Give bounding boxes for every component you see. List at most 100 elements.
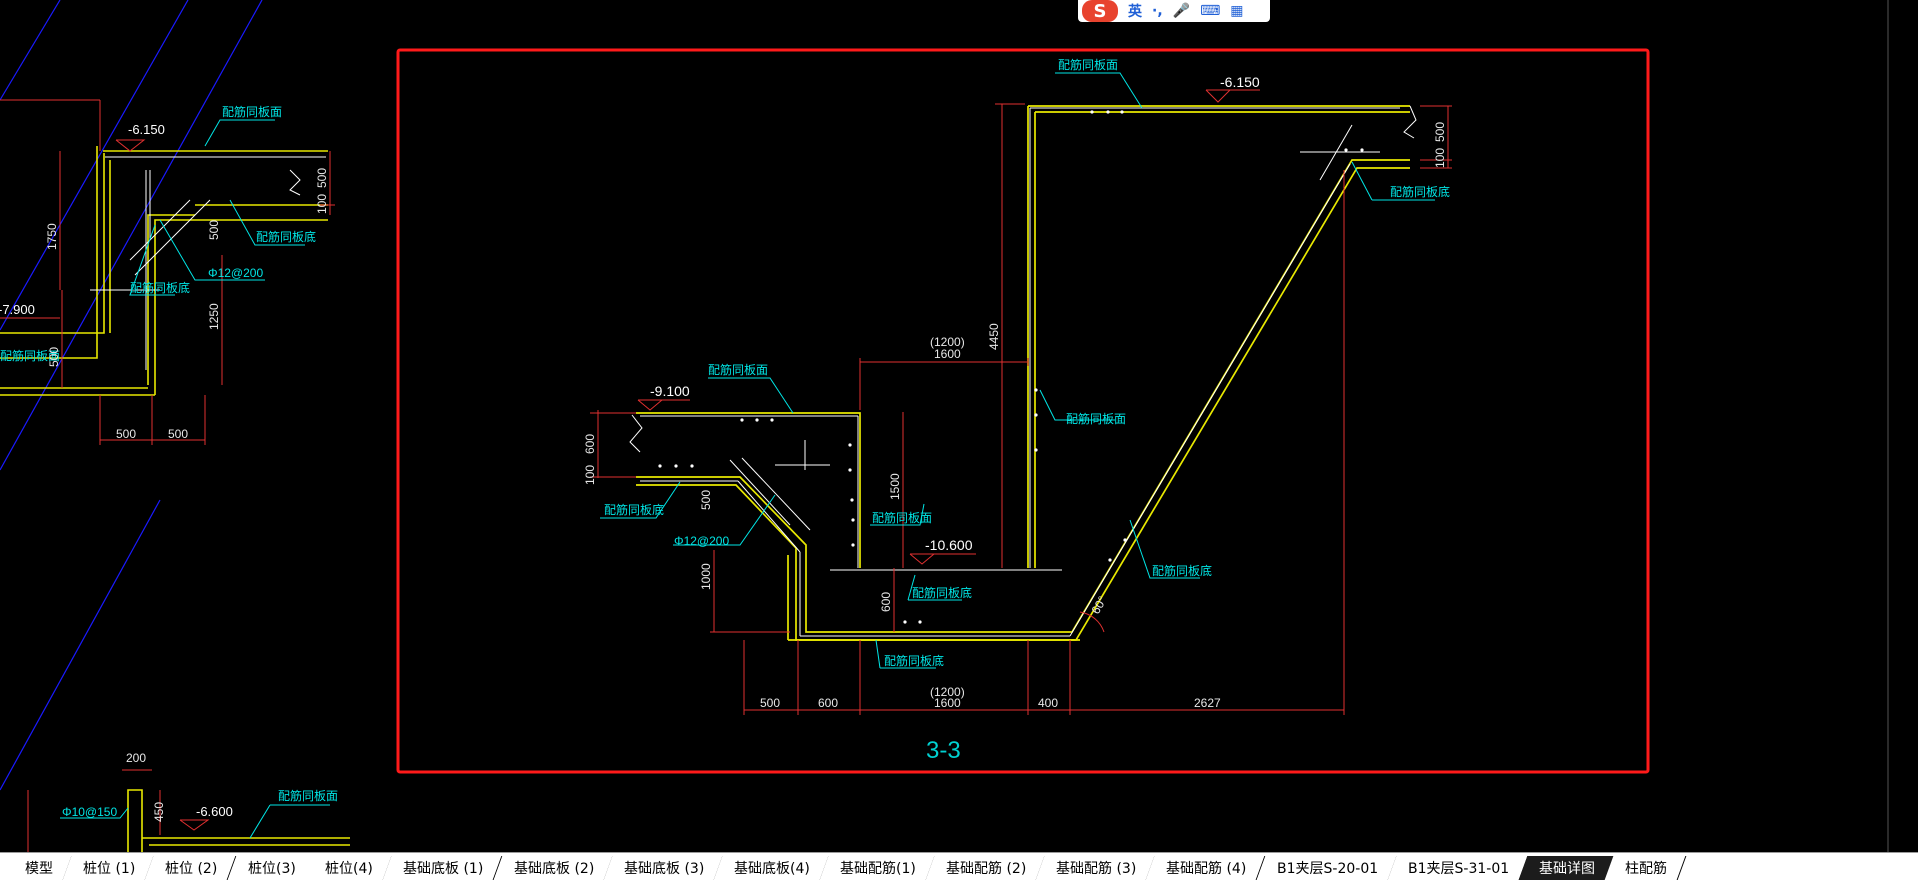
- mic-icon[interactable]: 🎤: [1172, 3, 1191, 19]
- layout-tab-label: 桩位 (2): [165, 861, 218, 877]
- dim-600b: 600: [879, 592, 893, 612]
- bl-note-face: 配筋同板面: [278, 788, 338, 803]
- layout-tab[interactable]: 基础配筋 (3): [1035, 856, 1156, 880]
- dim-bottom-2627: 2627: [1194, 696, 1221, 710]
- dim-bottom-paren: (1200): [930, 685, 965, 699]
- note-bottom-right: 配筋同板底: [1390, 184, 1450, 199]
- dim-500: 500: [699, 490, 713, 510]
- layout-tab[interactable]: 基础底板 (3): [603, 856, 724, 880]
- dim-100: 100: [583, 465, 597, 485]
- note-face-top: 配筋同板面: [1058, 57, 1118, 72]
- dim-bottom-500: 500: [760, 696, 780, 710]
- bl-elev: -6.600: [196, 804, 233, 819]
- detail-frame[interactable]: [396, 48, 1650, 774]
- layout-tab-label: 柱配筋: [1624, 861, 1667, 877]
- left-dim-r100: 100: [315, 194, 329, 214]
- drawing-canvas[interactable]: -6.150 -7.900 配筋同板面 配筋同板底 Φ12@200 配筋同板底 …: [0, 0, 1918, 852]
- note-bottom-slope: 配筋同板底: [1152, 563, 1212, 578]
- note-face-inner: 配筋同板面: [872, 510, 932, 525]
- left-dim-1250: 1250: [207, 303, 221, 330]
- ime-toolbar[interactable]: S 英 ·, 🎤 ⌨ ▦: [1078, 0, 1270, 22]
- dim-1500: 1500: [888, 473, 902, 500]
- dim-bottom-400: 400: [1038, 696, 1058, 710]
- dim-1000: 1000: [699, 563, 713, 590]
- note-bottom-base: 配筋同板底: [884, 653, 944, 668]
- dim-right-100: 100: [1433, 148, 1447, 168]
- dim-right-500: 500: [1433, 122, 1447, 142]
- layout-tab-label: B1夹层S-31-01: [1407, 861, 1509, 877]
- note-bottom-inner: 配筋同板底: [912, 585, 972, 600]
- note-bottom-left: 配筋同板底: [604, 502, 664, 517]
- dim-bottom-1600: 1600: [934, 696, 961, 710]
- layout-tab-label: 基础底板 (2): [513, 861, 594, 877]
- blue-guide-lines: [0, 0, 263, 791]
- layout-tab[interactable]: 基础底板 (1): [382, 856, 503, 880]
- layout-tab-label: 桩位(4): [325, 861, 374, 877]
- left-dim-500b: 500: [207, 220, 221, 240]
- layout-tab-label: 桩位 (1): [83, 861, 136, 877]
- elev-bottom: -10.600: [925, 537, 973, 553]
- layout-tab[interactable]: 基础底板 (2): [493, 856, 614, 880]
- left-rebar: Φ12@200: [208, 266, 263, 280]
- ime-punct-toggle[interactable]: ·,: [1152, 3, 1163, 19]
- ime-mode-toggle[interactable]: 英: [1128, 4, 1142, 20]
- grid-icon[interactable]: ▦: [1230, 3, 1244, 19]
- layout-tab-label: 基础底板 (1): [403, 861, 484, 877]
- layout-tab-label: 桩位(3): [247, 861, 296, 877]
- left-dim-500v: 500: [47, 347, 61, 367]
- layout-tab[interactable]: 桩位(4): [305, 856, 393, 880]
- bl-dim-450: 450: [152, 802, 166, 822]
- layout-tab-bar: 模型 桩位 (1) 桩位 (2) 桩位(3) 桩位(4) 基础底板 (1) 基础底板 (2)…: [0, 852, 1918, 880]
- layout-tab-label: 基础底板(4): [734, 861, 810, 877]
- layout-tab[interactable]: 基础配筋 (2): [925, 856, 1046, 880]
- layout-tab-label: 模型: [25, 861, 53, 877]
- left-note-face-2: 配筋同板面: [0, 348, 60, 363]
- sogou-logo-icon[interactable]: S: [1082, 0, 1118, 22]
- elev-top: -6.150: [1220, 74, 1260, 90]
- layout-tab[interactable]: B1夹层S-31-01: [1387, 856, 1529, 880]
- left-elev-a: -6.150: [128, 122, 165, 137]
- dim-mid: 1600: [934, 347, 961, 361]
- left-note-bottom-2: 配筋同板底: [130, 280, 190, 295]
- layout-tab-label: 基础详图: [1538, 861, 1595, 877]
- dim-mid-paren: (1200): [930, 335, 965, 349]
- left-note-face: 配筋同板面: [222, 104, 282, 119]
- left-note-bottom: 配筋同板底: [256, 229, 316, 244]
- keyboard-icon[interactable]: ⌨: [1200, 3, 1221, 19]
- section-3-3: -6.150 -9.100 -10.600 配筋同板面 配筋同板面 配筋同板面 …: [583, 57, 1452, 764]
- layout-tab[interactable]: 桩位 (1): [62, 856, 155, 880]
- layout-tab[interactable]: B1夹层S-20-01: [1256, 856, 1398, 880]
- layout-tab-label: 基础配筋(1): [839, 861, 916, 877]
- layout-tab-label: B1夹层S-20-01: [1276, 861, 1378, 877]
- layout-tab-label: 基础底板 (3): [623, 861, 705, 877]
- bl-rebar: Φ10@150: [62, 805, 117, 819]
- note-face-wall: 配筋同板面: [1066, 411, 1126, 426]
- layout-tab[interactable]: 模型: [4, 856, 73, 880]
- dim-600a: 600: [583, 434, 597, 454]
- dim-height: 4450: [987, 323, 1001, 350]
- layout-tab-label: 基础配筋 (2): [945, 861, 1027, 877]
- left-detail: -6.150 -7.900 配筋同板面 配筋同板底 Φ12@200 配筋同板底 …: [0, 99, 335, 445]
- left-dim-500h1: 500: [116, 427, 136, 441]
- layout-tab[interactable]: 基础详图: [1518, 856, 1615, 880]
- layout-tab[interactable]: 基础配筋(1): [819, 856, 936, 880]
- rebar-dots: [658, 110, 1364, 624]
- left-dim-r500: 500: [315, 168, 329, 188]
- bl-dim-200: 200: [126, 751, 146, 765]
- note-face-left: 配筋同板面: [708, 362, 768, 377]
- dim-bottom-600: 600: [818, 696, 838, 710]
- elev-left: -9.100: [650, 383, 690, 399]
- layout-tab[interactable]: 基础底板(4): [713, 856, 830, 880]
- left-dim-500h2: 500: [168, 427, 188, 441]
- layout-tab[interactable]: 柱配筋: [1604, 856, 1687, 880]
- layout-tab[interactable]: 桩位 (2): [144, 856, 237, 880]
- rebar-label: Φ12@200: [674, 534, 729, 548]
- section-title: 3-3: [926, 737, 961, 764]
- bottom-left-detail: 200 450 Φ10@150 -6.600 配筋同板面: [27, 751, 350, 852]
- layout-tab[interactable]: 基础配筋 (4): [1145, 856, 1266, 880]
- layout-tab-label: 基础配筋 (4): [1166, 861, 1247, 877]
- layout-tab[interactable]: 桩位(3): [227, 856, 315, 880]
- left-dim-1750: 1750: [45, 223, 59, 250]
- left-elev-b: -7.900: [0, 302, 35, 317]
- layout-tab-label: 基础配筋 (3): [1056, 861, 1137, 877]
